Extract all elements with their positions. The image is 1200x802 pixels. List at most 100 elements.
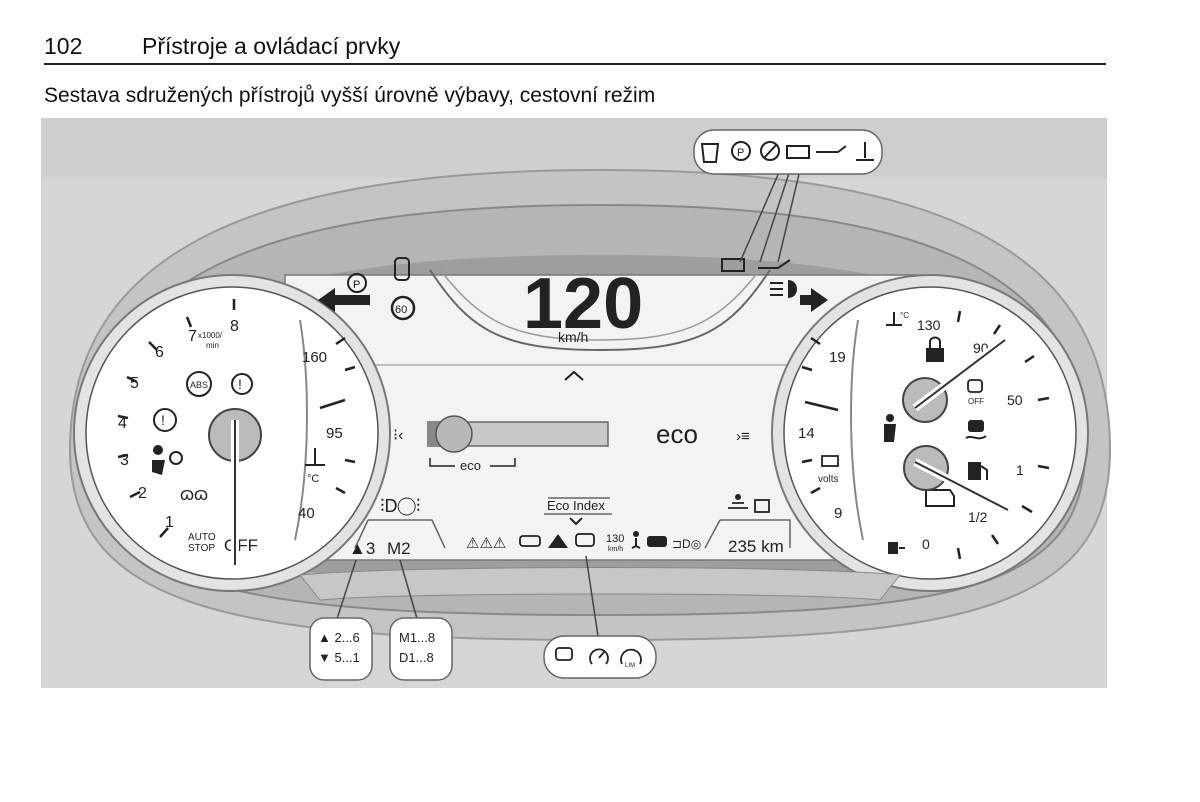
brake-warning-icon: !: [231, 373, 253, 395]
volt-label-9: 9: [834, 505, 842, 522]
gear-area-frame: [354, 519, 446, 549]
menu-up-chevron-icon: [564, 370, 584, 381]
volt-battery-icon: [821, 455, 839, 467]
section-title: Přístroje a ovládací prvky: [142, 33, 401, 59]
tacho-label-4: 4: [118, 415, 127, 432]
callout-line-battery-2: [759, 169, 791, 263]
auto-stop-state: OFF: [224, 536, 258, 555]
voltmeter-arc: [850, 319, 864, 541]
eco-index-label: Eco Index: [547, 498, 605, 513]
glow-plug-icon: ɷɷ: [180, 484, 208, 504]
seatbelt-icon: [884, 414, 896, 442]
voltmeter-ticks: [801, 336, 839, 495]
speedo-label-40: 40: [298, 505, 315, 522]
speedo-ticks: [319, 336, 356, 495]
coolant-temp-unit: °C: [307, 473, 319, 485]
speed-bowl-outline: [429, 269, 771, 352]
svg-text:ABS: ABS: [190, 380, 208, 390]
fuel-label-half: 1/2: [968, 509, 988, 525]
lower-dash-trim: [299, 567, 901, 601]
low-beam-icon: [754, 499, 770, 513]
gear-callout-line1: ▲ 2...6: [318, 630, 360, 645]
svg-text:60: 60: [395, 304, 407, 316]
speedo-label-95: 95: [326, 425, 343, 442]
range-display: 235 km: [728, 537, 784, 556]
dashboard-top: [41, 118, 1107, 178]
stability-control-icon: [965, 420, 987, 440]
tacho-unit-line2: min: [206, 341, 219, 350]
page-number: 102: [44, 33, 83, 59]
eco-bar-label: eco: [460, 458, 481, 473]
alarm-lock-icon: [926, 336, 944, 362]
eco-mode-label: eco: [656, 419, 698, 449]
range-frame: [704, 519, 791, 549]
washer-fluid-icon: [728, 494, 748, 509]
speedo-label-160: 160: [302, 349, 327, 366]
svg-text:OFF: OFF: [968, 397, 984, 406]
electric-brake-fault-icon: [760, 141, 780, 161]
cruise-speed-value: 130: [606, 533, 624, 545]
abs-icon: ABS: [186, 371, 212, 397]
airbag-icon: [152, 445, 183, 475]
mode-callout-line2: D1...8: [399, 650, 434, 665]
svg-text:⫶D◯⫶: ⫶D◯⫶: [380, 496, 420, 516]
eco-mode-indicator-icon: ›≡: [736, 428, 750, 445]
tacho-label-5: 5: [130, 375, 139, 392]
pedestrian-alert-icons: ⚠⚠⚠: [466, 535, 506, 552]
svg-text:!: !: [161, 412, 165, 428]
tacho-label-3: 3: [120, 452, 129, 469]
speed-limit-sign-icon: 60: [390, 295, 416, 321]
gear-indicator: ▲3: [349, 539, 375, 558]
driver-assist-icons-row: ⚠⚠⚠: [466, 533, 595, 552]
gear-callout: [309, 617, 373, 681]
tachometer-scale: 1 2 3 4 5 6 7 8: [118, 318, 239, 531]
vehicle-ahead-icon: [647, 536, 667, 547]
battery-warning-icon: [721, 258, 745, 272]
callout-line-mode: [399, 559, 419, 623]
speed-limiter-icon: LIM: [620, 648, 642, 669]
tacho-unit-line1: x1000/: [198, 331, 223, 340]
coolant-temp-icon: [856, 142, 874, 161]
svg-text:P: P: [353, 279, 360, 291]
light-assist-icon: ⊐D◎: [672, 537, 701, 551]
check-engine-icon: [925, 489, 955, 507]
mode-callout: [389, 617, 453, 681]
auto-stop-label-2: STOP: [188, 543, 215, 554]
transmission-mode: M2: [387, 539, 411, 558]
tacho-label-8: 8: [230, 318, 239, 335]
fuel-ticks: [956, 464, 1050, 560]
park-brake-icon: P: [347, 273, 367, 293]
cruise-control-icon: [589, 648, 609, 665]
fuel-label-empty: 0: [922, 536, 930, 552]
gear-callout-line2: ▼ 5...1: [318, 650, 360, 665]
header-rule: [44, 63, 1106, 65]
oil-temp-label-130: 130: [917, 317, 941, 333]
speed-unit: km/h: [558, 329, 588, 345]
traction-off-icon: [555, 647, 573, 661]
eco-bar-left-icon: ⁝‹: [393, 427, 403, 444]
eco-bar-marker: [435, 415, 473, 453]
pedestrian-icon: [631, 531, 641, 549]
low-fuel-icon: [888, 542, 905, 554]
oil-temp-unit: °C: [900, 311, 909, 320]
oil-temp-icon: [886, 312, 902, 326]
parking-brake-icon: P: [731, 141, 751, 161]
callout-line-oil: [777, 169, 801, 263]
tachometer-ticks: [117, 299, 236, 538]
eco-bracket: [429, 458, 516, 467]
turn-left-arrow-icon: [318, 288, 370, 312]
volt-label-19: 19: [829, 349, 846, 366]
oil-temp-label-50: 50: [1007, 392, 1023, 408]
tacho-label-6: 6: [155, 344, 164, 361]
svg-text:!: !: [238, 376, 242, 392]
tacho-label-1: 1: [165, 514, 174, 531]
front-vehicle-detected-icon: [394, 257, 410, 281]
park-label: PARK: [348, 298, 370, 307]
tacho-label-2: 2: [138, 485, 147, 502]
lane-keep-icon: [548, 534, 568, 548]
light-indicators-icon: ⫶D◯⫶: [380, 496, 420, 516]
forward-collision-icon: [519, 535, 541, 547]
high-beam-icon: [770, 280, 797, 298]
oil-temp-ticks: [956, 310, 1050, 402]
